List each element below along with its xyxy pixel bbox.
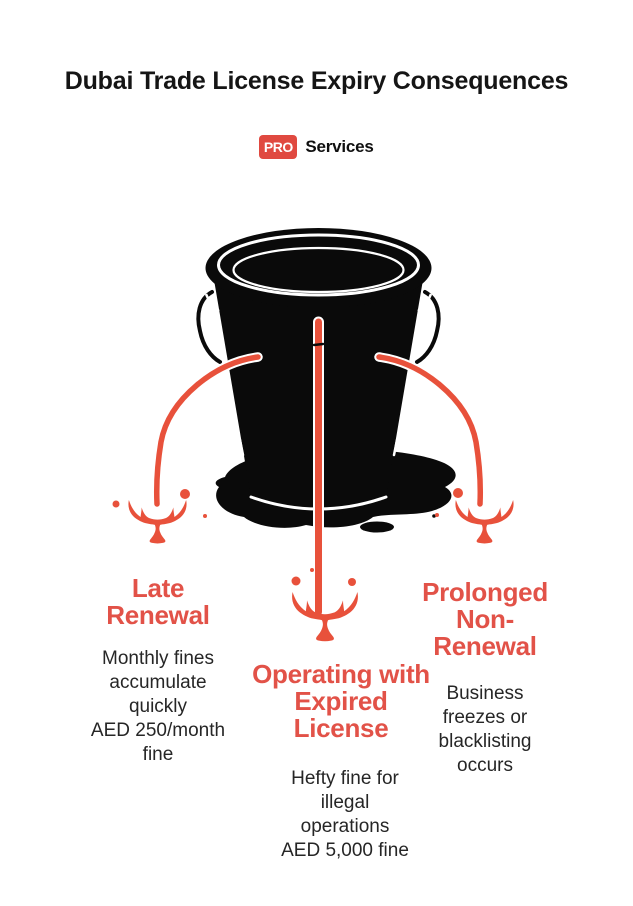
- bucket-handle-right: [413, 288, 443, 366]
- splashes: [112, 488, 514, 642]
- consequence-body-late-renewal: Monthly fines accumulate quickly AED 250…: [90, 648, 226, 765]
- page-title: Dubai Trade License Expiry Consequences: [64, 67, 569, 95]
- leak-stream-center: [312, 316, 325, 618]
- pro-badge-icon: PRO: [259, 135, 298, 159]
- bucket-rim: [205, 228, 432, 308]
- splash-right: [435, 488, 514, 544]
- bucket-handle-left: [194, 288, 224, 366]
- consequence-heading-operating-expired: Operating with Expired License: [252, 659, 430, 743]
- leak-stream-left: [152, 352, 263, 509]
- splash-center: [291, 568, 358, 642]
- splash-left: [112, 489, 207, 544]
- consequence-body-prolonged-non-renewal: Business freezes or blacklisting occurs: [438, 683, 532, 776]
- consequence-body-operating-expired: Hefty fine for illegal operations AED 5,…: [281, 768, 409, 861]
- brand-logo: PRO Services: [0, 135, 633, 159]
- leak-streams: [152, 316, 485, 618]
- consequence-heading-late-renewal: Late Renewal: [106, 573, 210, 630]
- logo-services-label: Services: [305, 137, 374, 156]
- leak-stream-right: [374, 352, 485, 509]
- consequence-heading-prolonged-non-renewal: Prolonged Non- Renewal: [422, 577, 548, 661]
